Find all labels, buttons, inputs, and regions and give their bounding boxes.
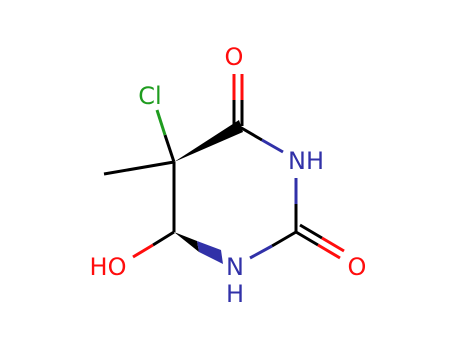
atom-cl: Cl [138, 82, 161, 110]
bond-c6-n1-wedge-blue [197, 241, 223, 264]
bond-c2-o-2-black [299, 223, 323, 240]
bond-c6-n1-wedge-black [174, 232, 199, 252]
bond-c6-oh-black [152, 230, 175, 247]
bond-c2-o-2-red [321, 236, 345, 253]
bond-c6-oh-red [132, 243, 154, 259]
bond-c2-n1-black [271, 230, 297, 248]
atom-o-right: O [348, 253, 367, 281]
bond-c4-n3-black [237, 124, 263, 142]
bond-c2-o-1-red [317, 243, 341, 260]
atom-ho: HO [90, 253, 127, 281]
bonds [103, 74, 345, 264]
bond-c2-o-1-black [295, 230, 319, 247]
bond-c5-methyl [103, 160, 175, 176]
atom-o-top: O [225, 43, 244, 71]
atom-labels: O Cl NH O HO N H [90, 43, 367, 308]
atom-h-lower: H [226, 280, 244, 308]
bond-c2-n1-blue [249, 244, 273, 260]
bond-c4-n3-blue [261, 138, 284, 154]
atom-nh-upper: NH [288, 147, 324, 175]
bond-c5-c4-wedge [174, 120, 243, 162]
bond-c5-cl-green [155, 109, 167, 136]
atom-n-lower: N [226, 253, 244, 281]
bond-c5-cl-black [163, 134, 176, 163]
